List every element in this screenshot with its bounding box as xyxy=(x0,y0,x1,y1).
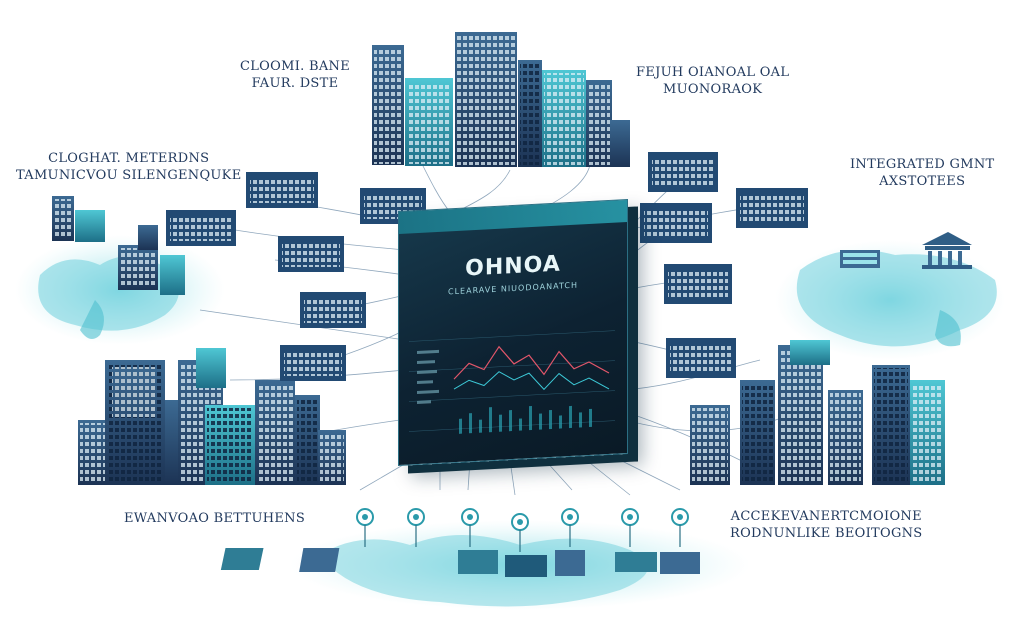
building-cluster-left xyxy=(78,348,346,485)
label-mid-right-line2: AXSTOTEES xyxy=(879,174,966,189)
bank-icon xyxy=(922,232,972,269)
world-map-right xyxy=(775,240,1005,360)
label-mid-left-line2: TAMUNICVOU SILENGENQUKE xyxy=(16,168,242,183)
label-top-left-line1: CLOOMI. BANE xyxy=(240,59,351,74)
building-cluster-right xyxy=(690,340,945,485)
label-mid-left-line1: CLOGHAT. METERDNS xyxy=(48,151,210,166)
label-bottom-left: EWANVOAO BETTUHENS xyxy=(124,510,305,527)
map-pin-icons xyxy=(356,508,689,552)
dashboard-tiles xyxy=(166,152,808,381)
bottom-devices xyxy=(220,548,700,577)
label-top-right: FEJUH OIANOAL OAL MUONORAOK xyxy=(636,64,789,98)
label-mid-right-line1: INTEGRATED GMNT xyxy=(850,157,995,172)
building-cluster-left-upper xyxy=(52,196,185,295)
label-top-right-line2: MUONORAOK xyxy=(663,82,763,97)
label-top-left: CLOOMI. BANE FAUR. DSTE xyxy=(240,58,350,92)
label-mid-left: CLOGHAT. METERDNS TAMUNICVOU SILENGENQUK… xyxy=(16,150,241,184)
label-top-right-line1: FEJUH OIANOAL OAL xyxy=(636,65,790,80)
label-bottom-left-line1: EWANVOAO BETTUHENS xyxy=(124,511,306,526)
dashboard-chart xyxy=(409,330,615,434)
label-bottom-right: ACCEKEVANERTCMOIONE RODNUNLIKE BEOITOGNS xyxy=(730,508,923,542)
central-dashboard-panel: OHNOA CLEARAVE NIUODOANATCH xyxy=(398,198,628,467)
label-bottom-right-line1: ACCEKEVANERTCMOIONE xyxy=(730,509,922,524)
building-cluster-top xyxy=(372,32,630,167)
label-top-left-line2: FAUR. DSTE xyxy=(251,76,339,91)
server-icon xyxy=(840,250,880,268)
label-mid-right: INTEGRATED GMNT AXSTOTEES xyxy=(850,156,994,190)
label-bottom-right-line2: RODNUNLIKE BEOITOGNS xyxy=(730,526,923,541)
